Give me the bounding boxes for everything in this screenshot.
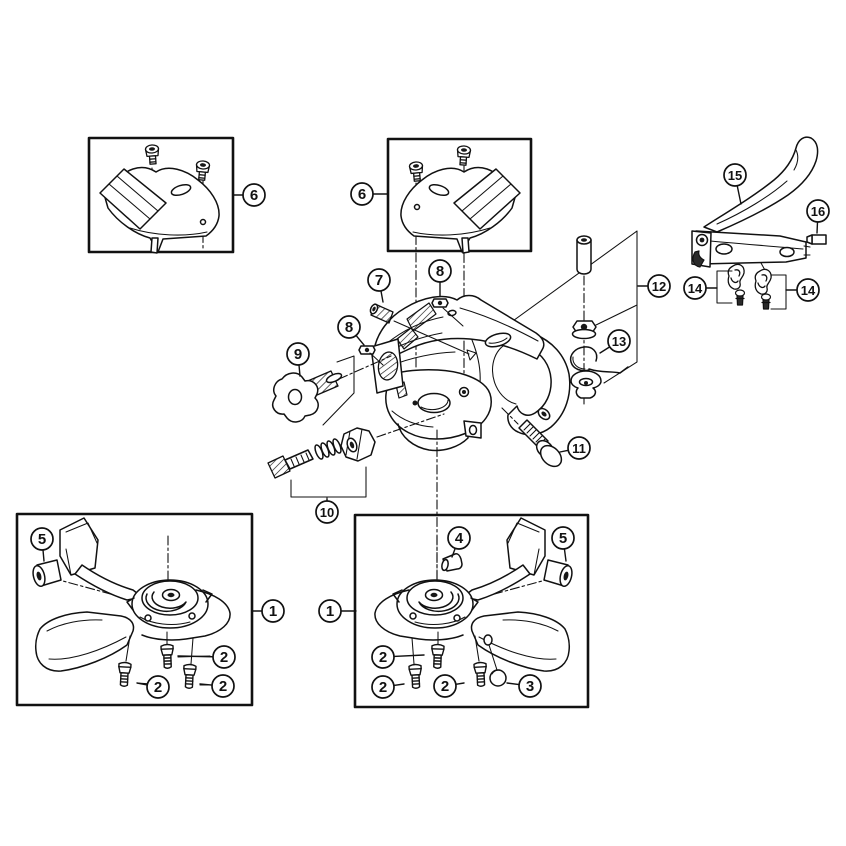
cover-screw — [408, 160, 425, 183]
group-bracket-10 — [290, 466, 367, 501]
callout-15: 15 — [723, 163, 747, 205]
callout-2: 2 — [433, 674, 465, 698]
callout-label: 3 — [526, 678, 534, 695]
cable-hook — [754, 268, 772, 295]
callout-13: 13 — [599, 329, 631, 354]
callout-2: 2 — [136, 675, 170, 699]
callout-label: 2 — [219, 678, 227, 695]
bottom-left-shifter-box — [15, 512, 254, 707]
hook-screw — [760, 293, 772, 310]
callout-label: 14 — [801, 283, 816, 298]
callout-14: 14 — [785, 278, 820, 302]
return-spring — [569, 346, 629, 374]
callout-label: 7 — [375, 272, 383, 289]
handlebar-clamp-band — [491, 333, 571, 436]
callout-label: 11 — [572, 441, 586, 456]
callout-label: 2 — [379, 679, 387, 696]
callout-3: 3 — [506, 674, 542, 698]
callout-label: 6 — [250, 187, 258, 204]
callout-2: 2 — [177, 645, 236, 669]
callout-label: 12 — [652, 279, 666, 294]
callout-1: 1 — [251, 599, 285, 623]
cable-entry-snout — [370, 338, 404, 394]
callout-label: 2 — [154, 679, 162, 696]
group-bracket-12 — [498, 230, 638, 384]
callout-label: 9 — [294, 346, 302, 363]
callout-14: 14 — [683, 276, 718, 300]
callout-label: 4 — [455, 530, 464, 547]
callout-11: 11 — [559, 436, 591, 460]
callout-label: 2 — [220, 649, 228, 666]
callout-label: 2 — [379, 649, 387, 666]
callout-label: 14 — [688, 281, 703, 296]
indicator-ball — [483, 634, 507, 687]
callout-1: 1 — [318, 599, 357, 623]
callout-6: 6 — [233, 183, 266, 207]
callout-2: 2 — [371, 675, 405, 699]
callout-label: 5 — [559, 530, 567, 547]
callout-2: 2 — [371, 645, 425, 669]
cable-hook — [727, 263, 745, 290]
body-base-pod — [385, 369, 492, 452]
cable-guide-pin — [576, 235, 592, 275]
lock-nut — [358, 345, 384, 366]
callout-8: 8 — [337, 315, 365, 346]
callout-label: 6 — [358, 186, 366, 203]
callout-2: 2 — [199, 674, 235, 698]
lock-nut — [431, 298, 464, 327]
callout-label: 13 — [612, 334, 626, 349]
callout-label: 15 — [728, 168, 742, 183]
barrel-adjuster-group — [267, 413, 445, 501]
cover-screw — [144, 143, 161, 166]
top-center-cover-box — [386, 137, 533, 253]
main-shifter-body — [267, 230, 638, 587]
flanged-nut — [571, 320, 597, 340]
callout-label: 8 — [436, 263, 444, 280]
callout-5: 5 — [30, 527, 54, 562]
callout-4: 4 — [447, 526, 471, 558]
shifter-unit-left — [31, 518, 230, 689]
body-shell — [373, 294, 545, 384]
callout-label: 1 — [326, 603, 334, 620]
upper-cover-left — [99, 143, 220, 254]
callout-7: 7 — [367, 268, 391, 303]
callout-9: 9 — [286, 342, 310, 377]
group-brackets — [716, 270, 787, 310]
callout-label: 2 — [441, 678, 449, 695]
reach-adjust-screw — [806, 234, 827, 245]
callout-6: 6 — [350, 182, 388, 206]
callout-label: 8 — [345, 319, 353, 336]
brake-lever-blade — [703, 136, 819, 233]
callout-label: 16 — [811, 204, 825, 219]
callout-12: 12 — [637, 274, 671, 298]
callout-label: 10 — [320, 505, 334, 520]
callout-label: 1 — [269, 603, 277, 620]
clamp-thumb-bolt — [272, 355, 392, 426]
callout-8: 8 — [428, 259, 452, 297]
brake-lever-assembly — [691, 136, 827, 310]
shifter-unit-right — [375, 518, 574, 689]
cover-screw — [194, 159, 211, 182]
cover-screw — [455, 144, 472, 167]
callout-10: 10 — [315, 498, 339, 524]
callout-label: 5 — [38, 531, 46, 548]
upper-cover-right — [400, 144, 521, 400]
pivot-cap — [441, 553, 463, 572]
callout-16: 16 — [806, 199, 830, 234]
adjust-set-screw — [369, 303, 477, 361]
hook-screw — [734, 289, 746, 306]
callout-5: 5 — [551, 526, 575, 562]
clamp-fixing-bolt — [501, 407, 563, 468]
rubber-boot — [570, 370, 602, 399]
top-left-cover-box — [87, 136, 235, 254]
